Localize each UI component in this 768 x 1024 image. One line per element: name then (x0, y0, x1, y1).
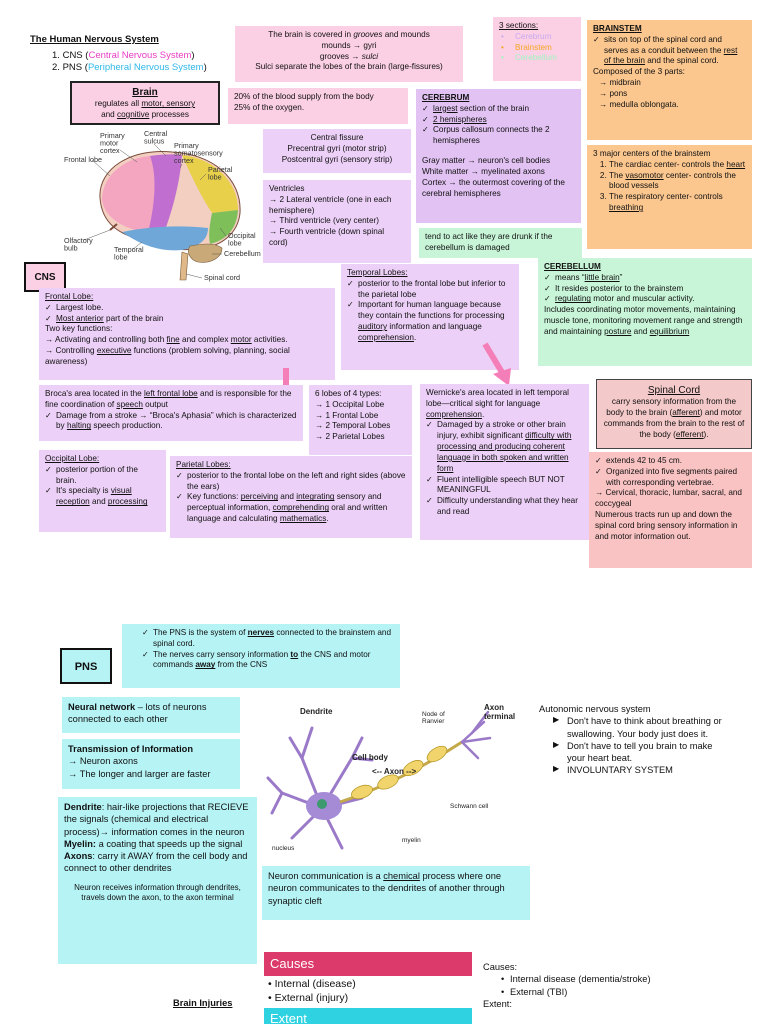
spinal-cord-box: Spinal Cord carry sensory information fr… (596, 379, 752, 449)
chemical-process-box: Neuron communication is a chemical proce… (262, 866, 530, 920)
arrow-diagonal-icon (482, 342, 511, 386)
label-spinal-cord: Spinal cord (204, 273, 240, 282)
temporal-lobes-box: Temporal Lobes: posterior to the frontal… (341, 264, 519, 370)
centers-box: 3 major centers of the brainstem The car… (587, 145, 752, 249)
pns-tag: PNS (60, 648, 112, 684)
spinal-detail-box: extends 42 to 45 cm. Organized into five… (589, 452, 752, 568)
broca-box: Broca's area located in the left frontal… (39, 385, 303, 441)
transmission-box: Transmission of Information → Neuron axo… (62, 739, 240, 789)
neuron-parts-box: Dendrite: hair-like projections that REC… (58, 797, 257, 964)
label-nucleus: nucleus (272, 845, 295, 852)
sections-box: 3 sections: Cerebrum Brainstem Cerebellu… (493, 17, 581, 81)
label-myelin: myelin (402, 837, 421, 844)
causes-slide: Causes • Internal (disease) • External (… (264, 952, 472, 1024)
occipital-lobe-box: Occipital Lobe: posterior portion of the… (39, 450, 166, 532)
extent-slide-title: Extent (264, 1007, 472, 1024)
cerebellum-box: CEREBELLUM means “little brain” It resid… (538, 258, 752, 366)
wernicke-box: Wernicke's area located in left temporal… (420, 384, 589, 540)
autonomic-box: Autonomic nervous system Don't have to t… (533, 700, 733, 810)
pns-info-box: The PNS is the system of nerves connecte… (122, 624, 400, 688)
label-frontal-lobe: Frontal lobe (64, 155, 102, 164)
brain-box: Brain regulates all motor, sensory and c… (70, 81, 220, 125)
causes-text: Causes: Internal disease (dementia/strok… (483, 961, 753, 1024)
cerebrum-box: CEREBRUM largest section of the brain 2 … (416, 89, 581, 223)
intro-block: The Human Nervous System 1. CNS (Central… (30, 34, 260, 80)
intro-item-cns: 1. CNS (Central Nervous System) (52, 49, 195, 61)
label-schwann-cell: Schwann cell (450, 803, 489, 810)
label-cerebellum: Cerebellum (224, 249, 261, 258)
brainstem-box: BRAINSTEM sits on top of the spinal cord… (587, 20, 752, 140)
frontal-lobe-box: Frontal Lobe: Largest lobe. Most anterio… (39, 288, 335, 380)
fissure-box: Central fissure Precentral gyri (motor s… (263, 129, 411, 173)
grooves-box: The brain is covered in grooves and moun… (235, 26, 463, 82)
ventricles-box: Ventricles → 2 Lateral ventricle (one in… (263, 180, 411, 263)
label-cell-body: Cell body (352, 753, 389, 762)
label-dendrite: Dendrite (300, 707, 333, 716)
neural-network-box: Neural network – lots of neurons connect… (62, 697, 240, 733)
intro-item-pns: 2. PNS (Peripheral Nervous System) (52, 62, 207, 74)
cerebellum-note-box: tend to act like they are drunk if the c… (419, 228, 582, 258)
brain-injuries-label: Brain Injuries (173, 998, 233, 1008)
label-axon: <-- Axon --> (372, 767, 416, 776)
six-lobes-box: 6 lobes of 4 types: → 1 Occipital Lobe →… (309, 385, 412, 455)
parietal-lobes-box: Parietal Lobes: posterior to the frontal… (170, 456, 412, 538)
blood-box: 20% of the blood supply from the body 25… (228, 88, 408, 124)
causes-slide-title: Causes (264, 952, 472, 976)
page-title: The Human Nervous System (30, 34, 159, 45)
